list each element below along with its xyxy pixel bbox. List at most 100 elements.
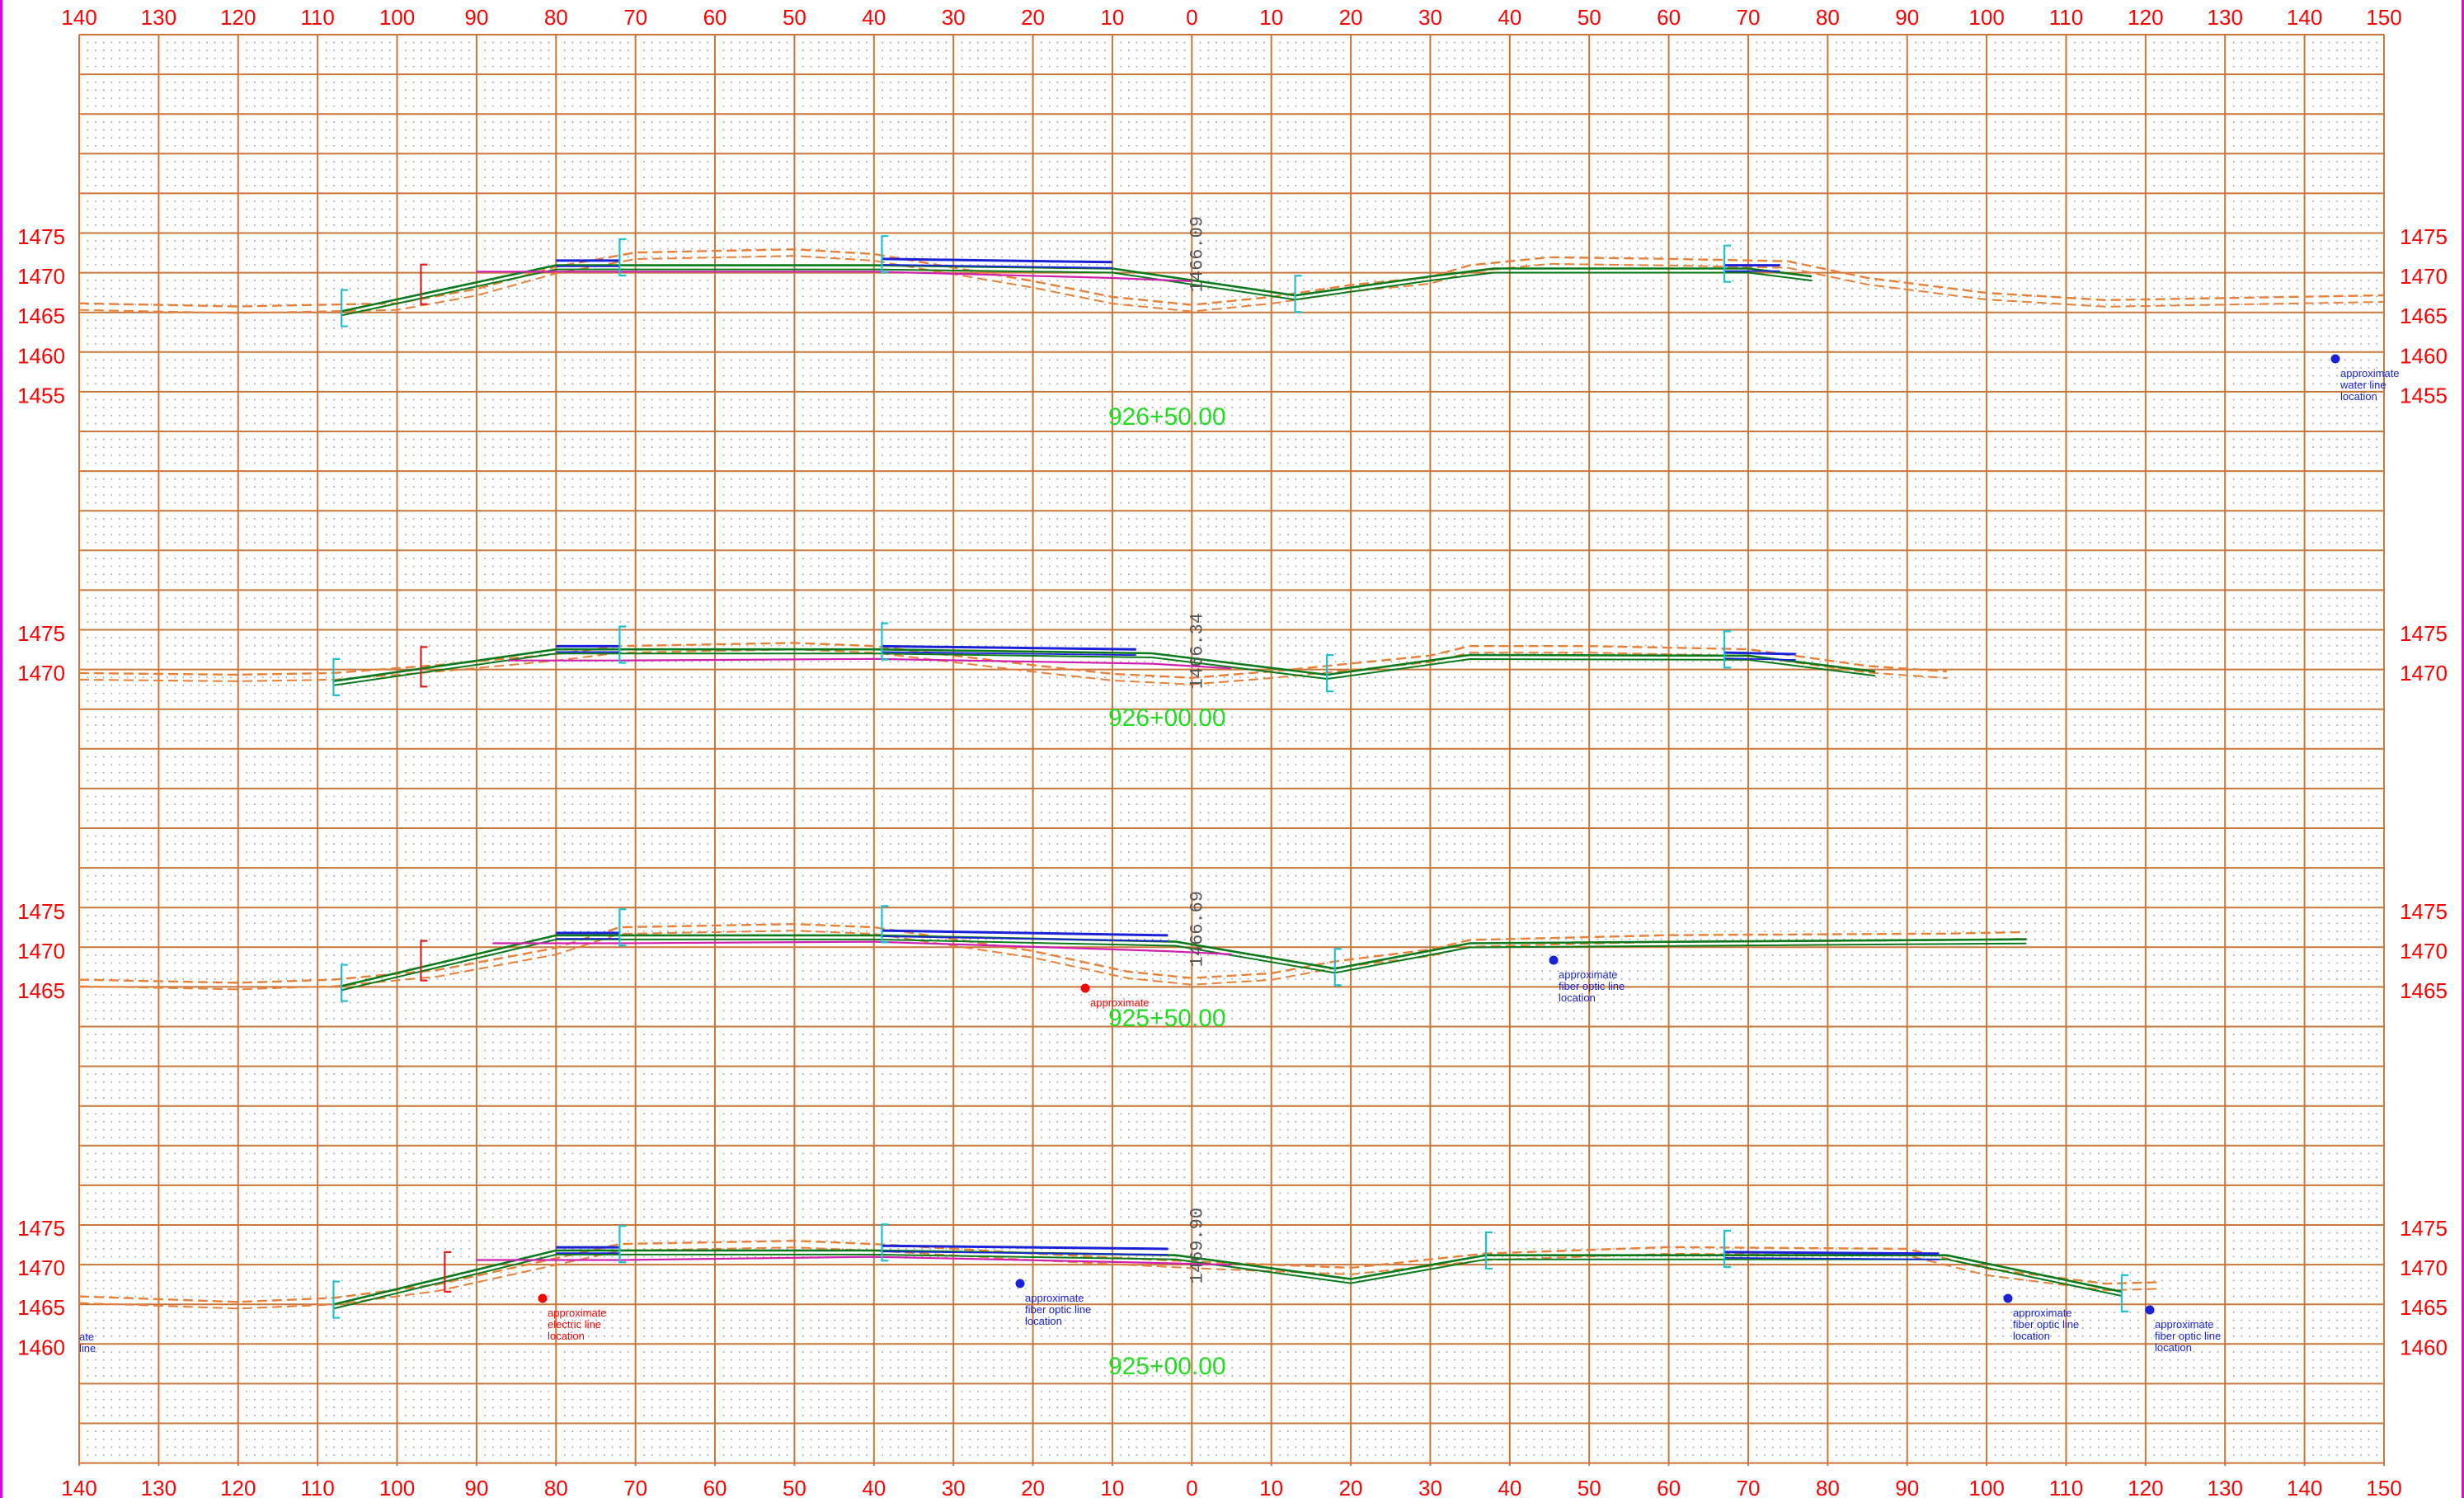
pavement-line	[882, 257, 1112, 264]
existing-ground-line	[78, 255, 2385, 314]
limit-bracket	[340, 963, 349, 1002]
station-label: 925+00.00	[1108, 1353, 1226, 1380]
offset-label: 110	[2049, 5, 2083, 30]
offset-label: 110	[300, 5, 334, 30]
limit-bracket	[1333, 948, 1342, 987]
elevation-label-right: 1465	[2400, 304, 2448, 328]
limit-bracket	[1723, 244, 1732, 283]
utility-location-dot	[538, 1293, 548, 1303]
limit-bracket	[881, 1223, 889, 1262]
offset-label: 60	[1657, 1476, 1681, 1498]
utility-note-text: ate	[79, 1331, 94, 1343]
existing-ground-line	[78, 642, 1947, 679]
offset-label: 80	[1816, 1476, 1840, 1498]
grid	[78, 34, 2385, 1466]
utility-location-dot	[2003, 1293, 2013, 1303]
elevation-label-left: 1470	[17, 939, 65, 963]
pavement-line	[882, 935, 1169, 942]
limit-bracket	[1484, 1231, 1493, 1270]
utility-note-text: location	[548, 1330, 585, 1342]
limit-bracket	[1723, 1229, 1732, 1269]
elevation-label-right: 1465	[2400, 1295, 2448, 1320]
utility-note-text: location	[1025, 1315, 1062, 1327]
utility-location-dot	[1015, 1279, 1025, 1288]
limit-bracket	[881, 235, 889, 274]
offset-label: 90	[464, 5, 488, 30]
pavement-line	[882, 1244, 1169, 1251]
offset-label: 40	[862, 1476, 886, 1498]
elevation-label-left: 1455	[17, 383, 65, 407]
limit-bracket	[618, 625, 627, 664]
elevation-label-left: 1475	[17, 899, 65, 924]
offset-label: 70	[1737, 1476, 1761, 1498]
elevation-label-right: 1470	[2400, 264, 2448, 289]
offset-label: 0	[1186, 5, 1197, 30]
offset-label: 10	[1100, 1476, 1124, 1498]
offset-label: 60	[703, 5, 727, 30]
offset-label: 40	[1498, 5, 1521, 30]
centerline-elevation-readout: 1466.69	[1187, 891, 1207, 967]
utility-note-text: approximate	[1559, 968, 1618, 981]
limit-bracket	[618, 1225, 627, 1264]
pavement-line	[882, 1251, 1169, 1255]
offset-label: 100	[379, 5, 415, 30]
elevation-label-right: 1455	[2400, 383, 2448, 407]
pavement-line	[882, 651, 1136, 657]
offset-marker	[444, 1251, 452, 1293]
offset-marker	[420, 263, 428, 305]
offset-label: 120	[220, 1476, 256, 1498]
utility-note-text: location	[2155, 1341, 2192, 1354]
offset-label: 70	[623, 1476, 647, 1498]
limit-bracket	[1326, 654, 1334, 693]
utility-note-text: fiber optic line	[2013, 1318, 2079, 1331]
offset-label: 20	[1021, 5, 1045, 30]
pavement-line	[882, 264, 1112, 269]
offset-label: 30	[1418, 1476, 1442, 1498]
subgrade-line	[476, 1255, 1232, 1266]
pavement-line	[882, 644, 1136, 651]
offset-label: 120	[2128, 5, 2163, 30]
existing-ground-line	[78, 247, 2385, 308]
limit-bracket	[1723, 630, 1732, 669]
limit-bracket	[881, 905, 889, 944]
utility-location-dot	[2330, 354, 2340, 364]
offset-label: 140	[2287, 5, 2322, 30]
offset-label: 130	[2208, 5, 2243, 30]
offset-label: 40	[862, 5, 886, 30]
pavement-line	[882, 929, 1169, 937]
offset-label: 30	[942, 1476, 966, 1498]
utility-note-text: location	[2340, 390, 2377, 403]
grid-dots	[87, 41, 2377, 1456]
utility-note-text: location	[1559, 992, 1596, 1004]
utility-location-dot	[1549, 955, 1559, 965]
elevation-label-right: 1475	[2400, 621, 2448, 646]
offset-label: 150	[2366, 5, 2401, 30]
elevation-label-right: 1475	[2400, 1216, 2448, 1241]
offset-label: 10	[1259, 1476, 1283, 1498]
proposed-grade-line	[333, 652, 1876, 686]
elevation-label-left: 1475	[17, 621, 65, 646]
pavement-line	[1724, 1257, 1940, 1260]
proposed-grade-line	[333, 648, 1876, 682]
frame-edge-right	[2462, 0, 2464, 1498]
offset-label: 150	[2366, 1476, 2401, 1498]
utility-note-text: approximate	[2013, 1307, 2072, 1319]
utility-note-text: line	[79, 1342, 96, 1354]
offset-label: 110	[300, 1476, 334, 1498]
offset-label: 80	[544, 1476, 568, 1498]
offset-label: 70	[623, 5, 647, 30]
offset-marker	[420, 940, 428, 982]
utility-note-text: fiber optic line	[1025, 1303, 1091, 1316]
limit-bracket	[618, 908, 627, 947]
offset-label: 130	[141, 5, 176, 30]
utility-note-text: approximate	[2340, 367, 2400, 379]
limit-bracket	[332, 1280, 341, 1319]
pavement-line	[1724, 651, 1796, 656]
utility-note-text: fiber optic line	[2155, 1330, 2221, 1342]
elevation-label-right: 1475	[2400, 224, 2448, 249]
utility-location-dot	[2145, 1305, 2155, 1315]
